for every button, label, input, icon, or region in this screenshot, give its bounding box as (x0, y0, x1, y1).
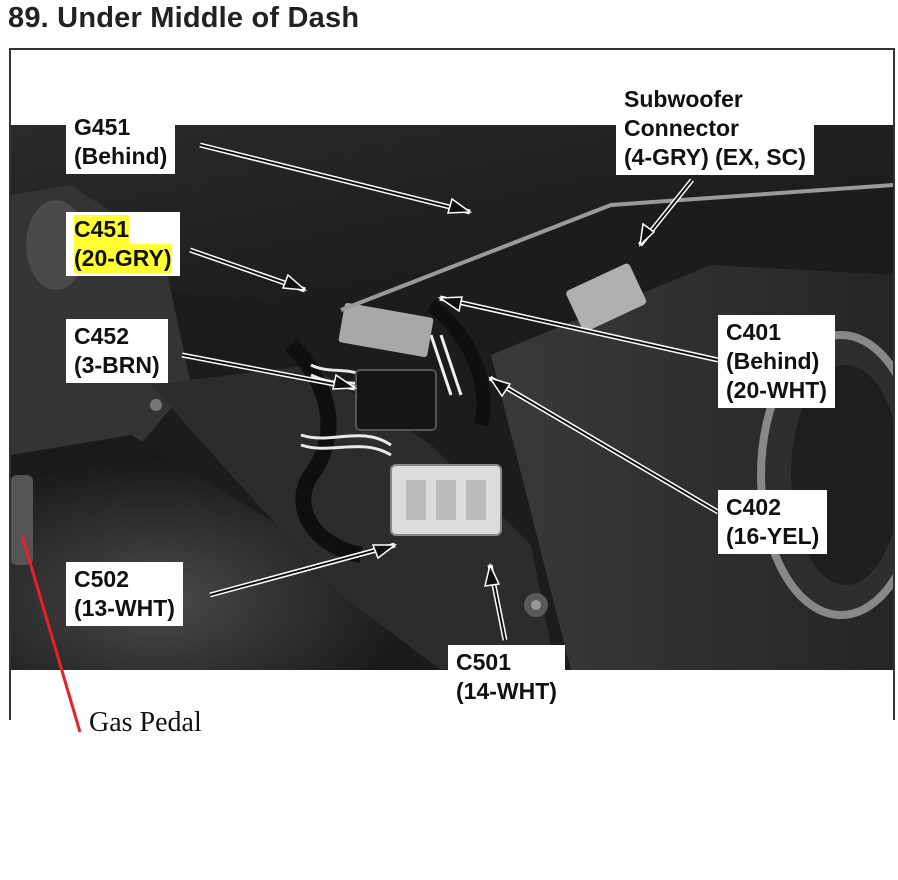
label-c401: C401 (Behind) (20-WHT) (718, 315, 835, 408)
page-title: 89. Under Middle of Dash (8, 2, 360, 34)
label-g451: G451 (Behind) (66, 110, 176, 174)
label-c452: C452 (3-BRN) (66, 319, 168, 383)
c451-highlight-spec: (20-GRY) (74, 244, 172, 273)
label-c502: C502 (13-WHT) (66, 562, 183, 626)
gas-pedal-annotation: Gas Pedal (89, 707, 202, 738)
label-c402: C402 (16-YEL) (718, 490, 828, 554)
label-c501: C501 (14-WHT) (448, 645, 565, 709)
label-c451: C451 (20-GRY) (66, 212, 180, 276)
gas-pedal-pointer (20, 534, 82, 733)
c451-highlight: C451 (74, 215, 129, 244)
label-subwoofer-connector: Subwoofer Connector (4-GRY) (EX, SC) (616, 82, 814, 175)
